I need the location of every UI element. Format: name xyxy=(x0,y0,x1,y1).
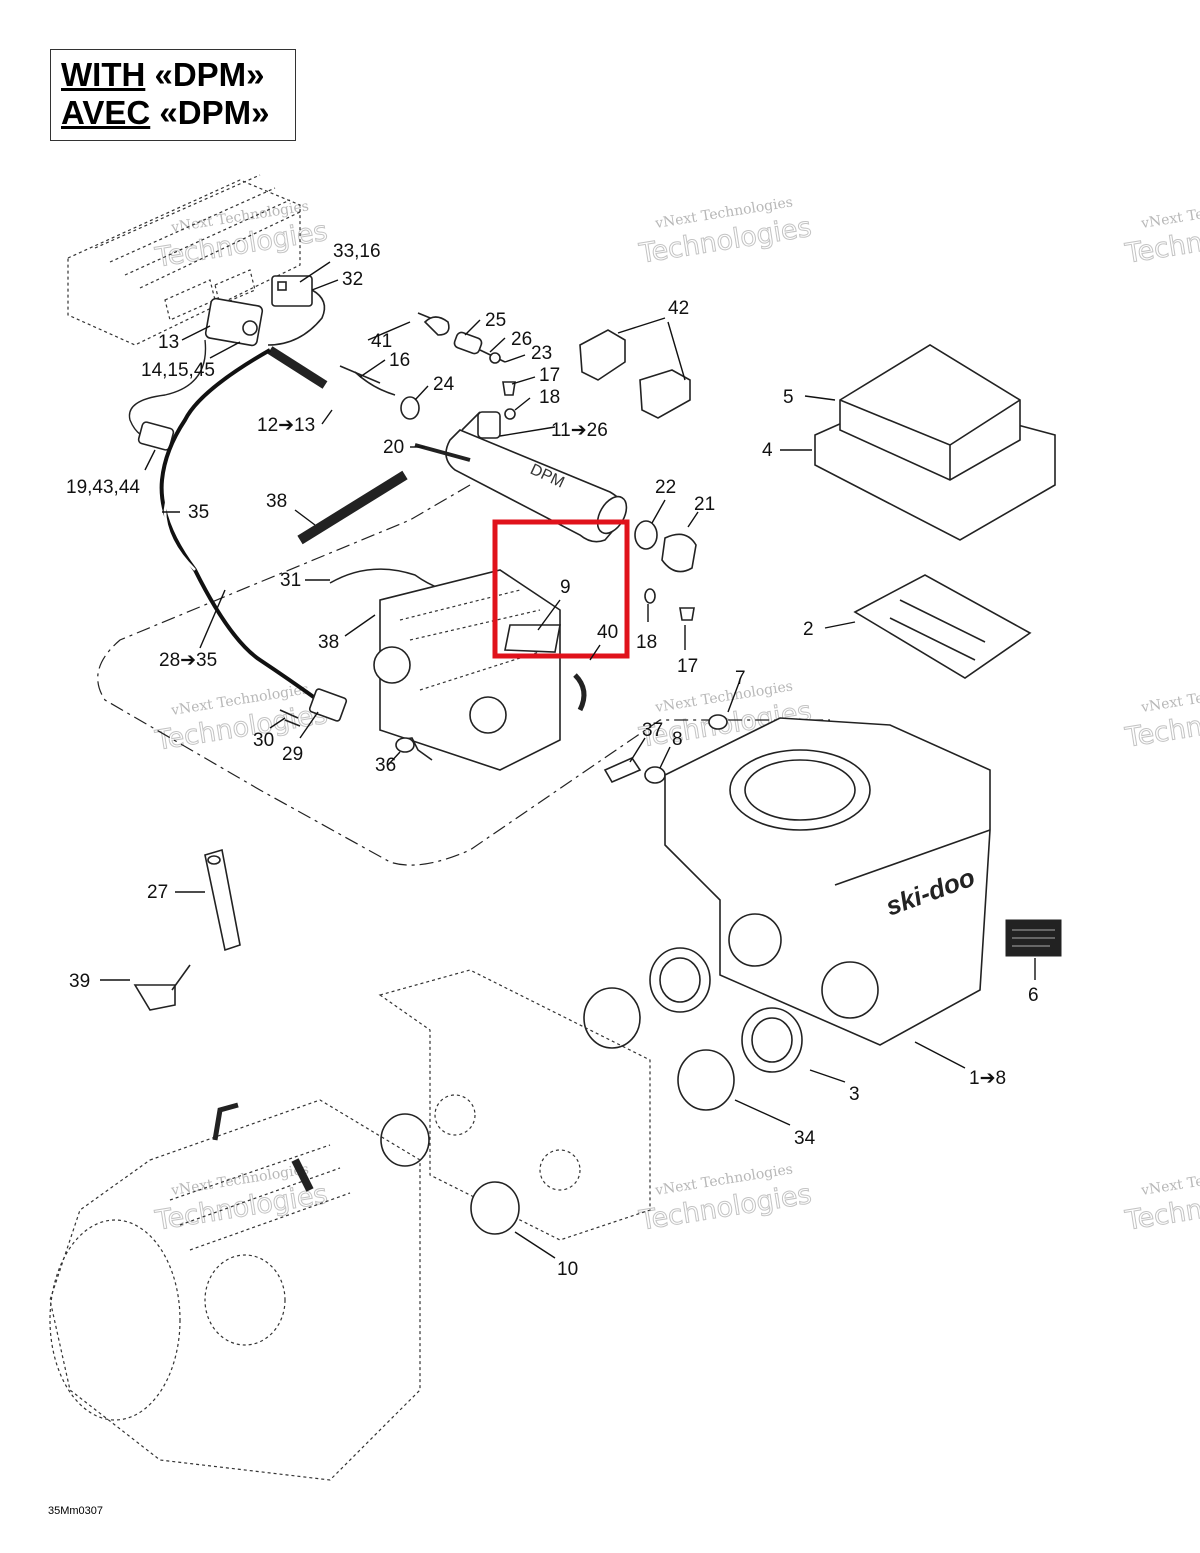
air-filter-part xyxy=(814,344,1056,541)
watermark-2: vNext Technologies Technologies xyxy=(636,194,814,270)
callout-5: 5 xyxy=(783,387,794,408)
watermark-small-9: vNext Technologies xyxy=(1139,1161,1200,1199)
watermark-small-3: vNext Technologies xyxy=(1139,194,1200,232)
callout-31: 31 xyxy=(280,570,301,591)
cap-17-lower xyxy=(679,607,695,621)
callout-4: 4 xyxy=(762,440,773,461)
watermarks: vNext Technologies Technologies vNext Te… xyxy=(152,194,1200,1237)
engine-cover-part xyxy=(67,174,301,346)
callout-35: 35 xyxy=(188,502,209,523)
connector-29-part xyxy=(308,688,348,722)
fitting-21 xyxy=(661,533,697,573)
callout-29: 29 xyxy=(282,744,303,765)
wire-32 xyxy=(267,289,326,346)
callout-28-to-35: 28➔35 xyxy=(159,650,217,671)
callout-14-15-45: 14,15,45 xyxy=(141,360,215,381)
callout-17-upper: 17 xyxy=(539,365,560,386)
callout-36: 36 xyxy=(375,755,396,776)
callout-7: 7 xyxy=(735,668,746,689)
watermark-1: vNext Technologies Technologies xyxy=(152,198,330,274)
bracket-27-part xyxy=(204,848,241,952)
callout-2: 2 xyxy=(803,619,814,640)
callout-23: 23 xyxy=(531,343,552,364)
callout-33-16: 33,16 xyxy=(333,241,381,262)
wire-loop-19 xyxy=(128,339,207,441)
callout-8: 8 xyxy=(672,729,683,750)
callout-40: 40 xyxy=(597,622,618,643)
callout-1-to-8: 1➔8 xyxy=(969,1068,1006,1089)
o-ring-22 xyxy=(634,520,658,550)
callout-39: 39 xyxy=(69,971,90,992)
hose-35-white xyxy=(163,453,201,571)
callout-19-43-44: 19,43,44 xyxy=(66,477,140,498)
callout-12-to-13: 12➔13 xyxy=(257,415,315,436)
callout-labels: 33,16 32 13 14,15,45 41 16 25 26 23 17 1… xyxy=(66,241,1039,1280)
watermark-8: vNext Technologies Technologies xyxy=(636,1161,814,1237)
title-with: WITH xyxy=(61,56,146,93)
callout-30: 30 xyxy=(253,730,274,751)
callout-22: 22 xyxy=(655,477,676,498)
callout-37: 37 xyxy=(642,720,663,741)
callout-34: 34 xyxy=(794,1128,816,1149)
callout-18-upper: 18 xyxy=(539,387,560,408)
callout-25: 25 xyxy=(485,310,506,331)
carburetors-upper-part xyxy=(373,569,587,771)
label-6-part xyxy=(1005,919,1062,957)
brackets-42-part xyxy=(579,329,691,419)
callout-17-lower: 17 xyxy=(677,656,698,677)
title-dpm-en: «DPM» xyxy=(154,56,265,93)
boots-clamps-part xyxy=(583,947,803,1111)
title-dpm-fr: «DPM» xyxy=(159,94,270,131)
callout-32: 32 xyxy=(342,269,363,290)
callout-16: 16 xyxy=(389,350,410,371)
callout-11-to-26: 11➔26 xyxy=(551,420,608,441)
watermark-3: vNext Technologies Technologies xyxy=(1122,194,1200,270)
callout-26: 26 xyxy=(511,329,532,350)
callout-20: 20 xyxy=(383,437,404,458)
title-line-en: WITH «DPM» xyxy=(61,56,265,94)
title-box: WITH «DPM» AVEC «DPM» xyxy=(50,49,296,141)
callout-3: 3 xyxy=(849,1084,860,1105)
fittings-lower-part xyxy=(279,709,728,784)
air-silencer-part: ski-doo xyxy=(664,717,991,1046)
callout-38-upper: 38 xyxy=(266,491,287,512)
engine-part xyxy=(49,1099,421,1481)
hose-38-upper xyxy=(297,470,408,545)
callout-24: 24 xyxy=(433,374,455,395)
connector-33-part xyxy=(271,275,313,307)
callout-10: 10 xyxy=(557,1259,578,1280)
leader-lines xyxy=(100,261,1036,1259)
highlight-box xyxy=(492,519,630,659)
callout-18-lower: 18 xyxy=(636,632,657,653)
figure-code: 35Mm0307 xyxy=(48,1505,104,1517)
callout-27: 27 xyxy=(147,882,168,903)
callout-21: 21 xyxy=(694,494,715,515)
watermark-9: vNext Technologies Technologies xyxy=(1122,1161,1200,1237)
callout-6: 6 xyxy=(1028,985,1039,1006)
callout-38-lower: 38 xyxy=(318,632,339,653)
callout-13: 13 xyxy=(158,332,179,353)
title-avec: AVEC xyxy=(61,94,151,131)
hose-35 xyxy=(159,348,317,700)
hose-12 xyxy=(267,346,328,389)
carburetors-lower-part xyxy=(378,969,651,1241)
callout-9: 9 xyxy=(560,577,571,598)
title-line-fr: AVEC «DPM» xyxy=(61,94,269,132)
callout-42: 42 xyxy=(668,298,689,319)
watermark-6: vNext Technologies Technologies xyxy=(1122,678,1200,754)
bracket-2-part xyxy=(853,574,1032,679)
solenoid-part xyxy=(204,297,264,347)
o-ring-18-lower xyxy=(644,588,656,604)
callout-41: 41 xyxy=(371,331,392,352)
watermark-small-6: vNext Technologies xyxy=(1139,678,1200,716)
bracket-39-part xyxy=(133,964,191,1011)
assembly-outline xyxy=(97,484,830,866)
